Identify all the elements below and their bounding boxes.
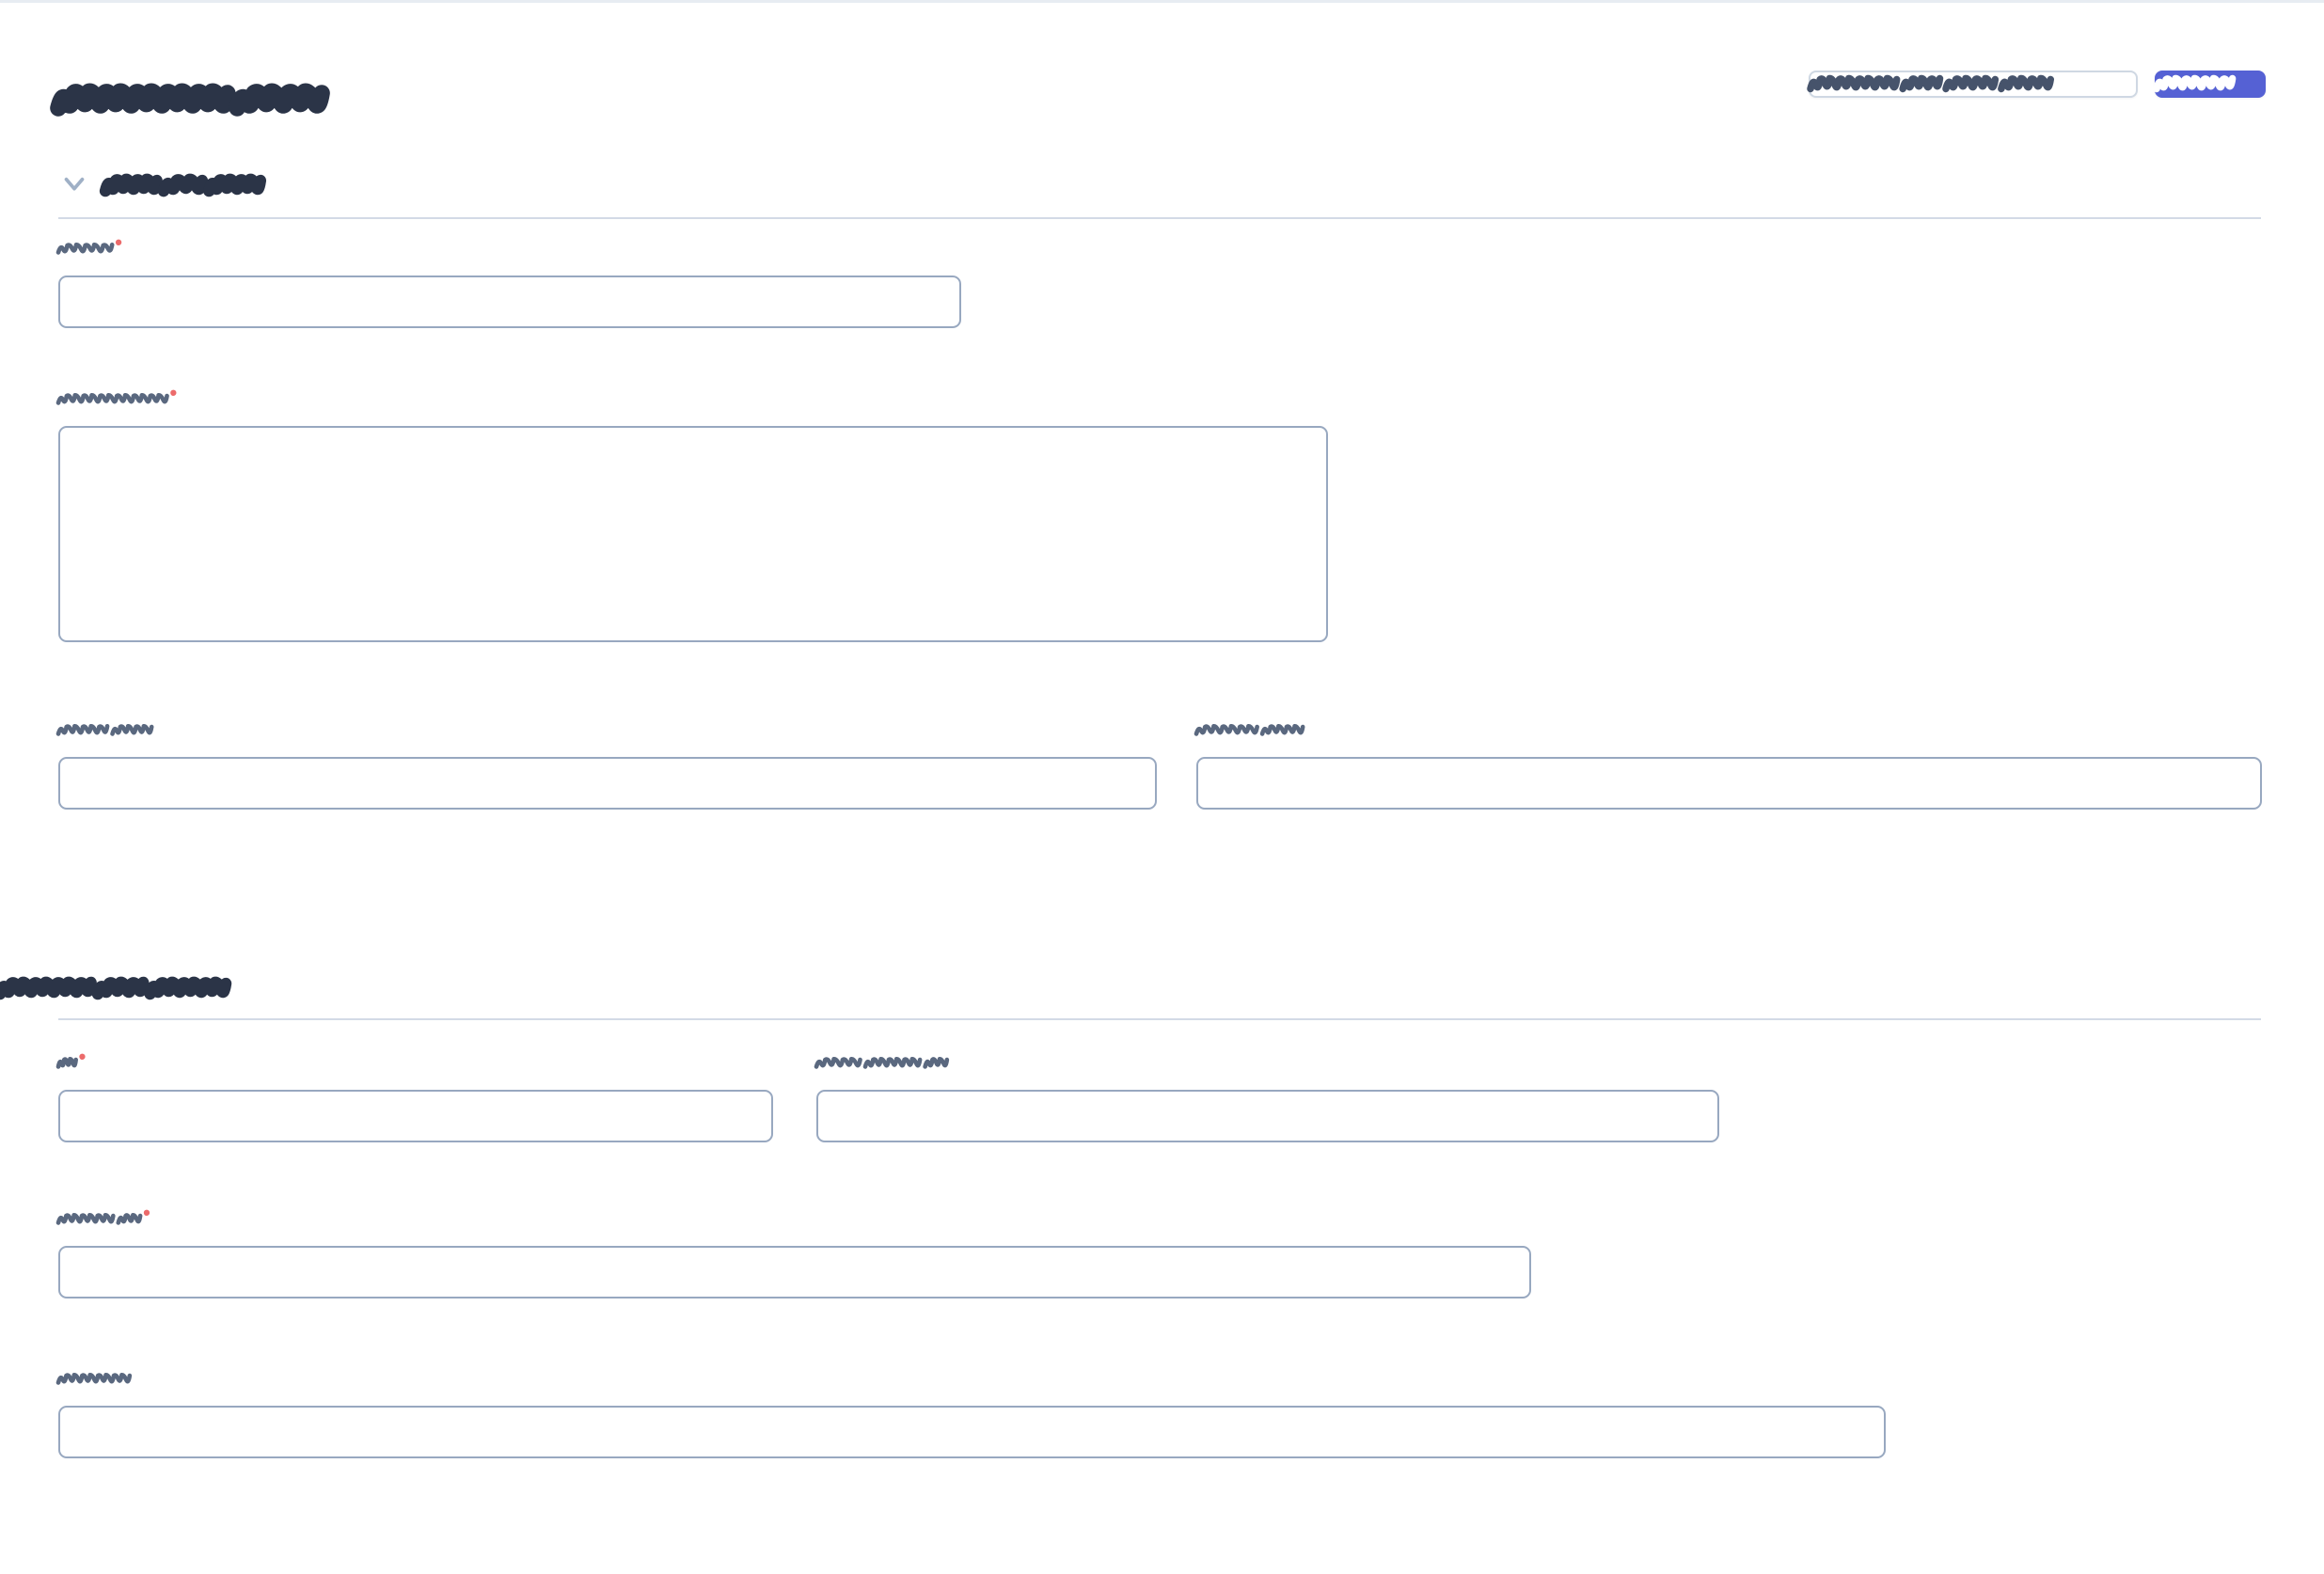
from-email-id-field-group: From Email Id (814, 1050, 1719, 1143)
from-email-id-field[interactable] (816, 1090, 1719, 1143)
start-date-field-label: Start Date (55, 717, 154, 740)
section-mail-set-info-title: Mail Set Info (99, 168, 267, 198)
required-indicator: • (169, 381, 178, 404)
from-email-id-field-label: From Email Id (814, 1050, 950, 1073)
page-title: Campaign Edit (50, 76, 330, 119)
name-field-group: Name • (55, 230, 961, 329)
id-field-group: Id • (55, 1045, 773, 1143)
subject-field-group: Subject (55, 1366, 1886, 1459)
required-indicator: • (143, 1201, 151, 1224)
start-date-field-group: Start Date (55, 717, 1157, 811)
page-header: Campaign Edit Preview and Send Test Upda… (0, 3, 2324, 163)
reply-to-field-group: Reply To • (55, 1201, 1531, 1299)
start-date-field[interactable] (58, 757, 1157, 811)
subject-field[interactable] (58, 1406, 1886, 1459)
finish-date-field-group: Finish Date (1194, 717, 2262, 811)
required-indicator: • (115, 230, 123, 254)
section-divider (58, 217, 2261, 219)
description-field-group: Description • (55, 381, 1328, 643)
id-field[interactable] (58, 1090, 773, 1143)
section-sender-and-reply-title: Sender And Reply (0, 971, 232, 1001)
section-mail-set-info-header[interactable]: Mail Set Info (0, 163, 2324, 204)
name-field-label: Name • (55, 230, 123, 259)
preview-and-send-test-button[interactable]: Preview and Send Test (1807, 71, 2138, 98)
required-indicator: • (78, 1045, 87, 1068)
id-field-label: Id • (55, 1045, 87, 1073)
section-sender-and-reply: Sender And Reply Id • From Email Id Repl… (0, 971, 2324, 1459)
description-field[interactable] (58, 426, 1328, 643)
finish-date-field[interactable] (1196, 757, 2262, 811)
header-actions: Preview and Send Test Update (1807, 71, 2266, 98)
subject-field-label: Subject (55, 1366, 133, 1389)
chevron-down-icon[interactable] (58, 167, 90, 199)
reply-to-field[interactable] (58, 1246, 1531, 1299)
name-field[interactable] (58, 275, 961, 329)
update-button[interactable]: Update (2153, 71, 2266, 98)
reply-to-field-label: Reply To • (55, 1201, 151, 1229)
section-mail-set-info: Mail Set Info Name • Description • Start… (0, 163, 2324, 811)
section-divider (58, 1018, 2261, 1021)
description-field-label: Description • (55, 381, 178, 409)
finish-date-field-label: Finish Date (1194, 717, 1305, 740)
